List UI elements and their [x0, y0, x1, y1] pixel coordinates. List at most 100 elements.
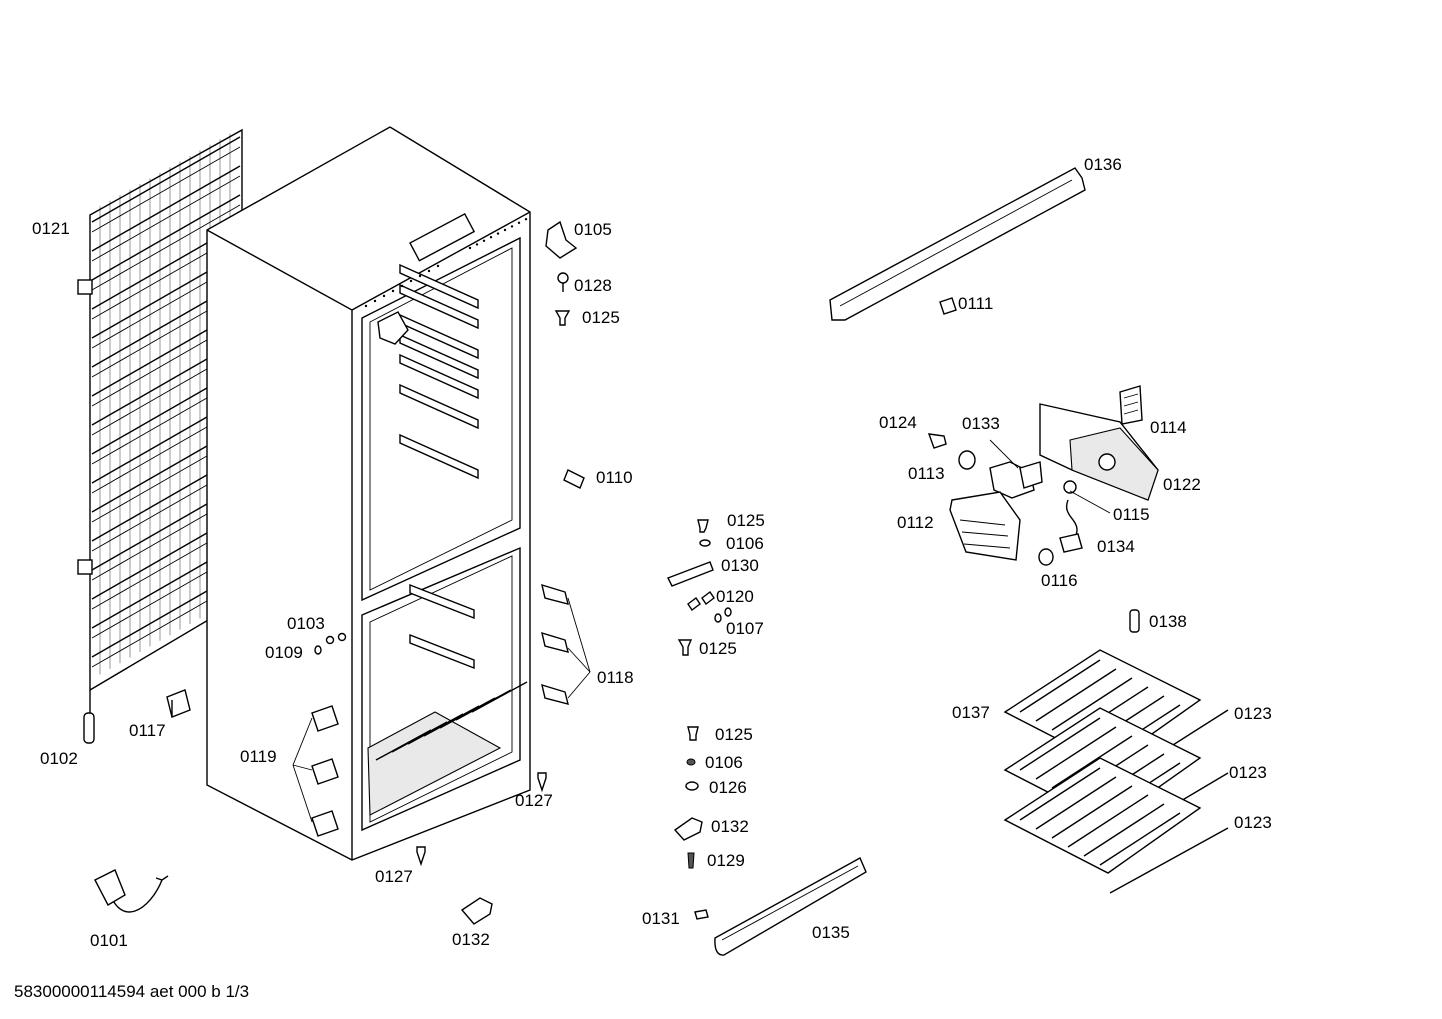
bracket-0105: [545, 220, 578, 259]
callout-0119: 0119: [240, 747, 277, 766]
thermostat-lamp-group: [927, 385, 1159, 566]
callout-0137: 0137: [952, 703, 990, 722]
coil-tube: [91, 194, 241, 281]
callout-0117: 0117: [129, 721, 166, 740]
cover-0131-0135: [694, 857, 867, 956]
callout-0118: 0118: [597, 668, 634, 687]
rivet-hole: [373, 299, 377, 303]
clip-0111: [939, 297, 957, 315]
door-handle-0136: [829, 167, 1086, 321]
callout-0105: 0105: [574, 220, 612, 239]
callout-0123-mid: 0123: [1229, 763, 1267, 782]
shelf-rail: [399, 353, 479, 400]
shelf-rail: [399, 433, 479, 480]
rivet-hole: [496, 232, 500, 235]
callout-0111: 0111: [958, 294, 993, 313]
rivet-hole: [436, 264, 440, 268]
bracket-0132-left: [460, 897, 493, 925]
callout-0126: 0126: [709, 778, 747, 797]
callout-0120: 0120: [716, 587, 754, 606]
rivet-hole: [400, 284, 404, 288]
callout-0114: 0114: [1150, 418, 1187, 437]
callout-0112: 0112: [897, 513, 934, 532]
callout-0127-left: 0127: [375, 867, 413, 886]
screws-0103-0109: [314, 632, 347, 655]
callout-0110: 0110: [596, 468, 633, 487]
shelf-rail: [399, 283, 479, 330]
callout-0130: 0130: [721, 556, 759, 575]
coil-tube: [91, 204, 241, 291]
rivet-hole: [503, 228, 507, 232]
callout-0106-lower: 0106: [705, 753, 743, 772]
evaporator-shelves: [1003, 609, 1229, 894]
callout-0101: 0101: [90, 931, 128, 950]
coil-tube: [91, 136, 241, 223]
callout-0106-upper: 0106: [726, 534, 764, 553]
rivet-hole: [409, 279, 413, 283]
door-stops-0118: [541, 583, 591, 705]
rivet-hole: [468, 246, 472, 250]
shelf-rail: [399, 333, 479, 380]
rivet-hole: [391, 289, 395, 293]
callout-0136: 0136: [1084, 155, 1122, 174]
callout-0109: 0109: [265, 643, 303, 662]
coil-tube: [91, 165, 241, 252]
rivet-hole: [489, 236, 493, 239]
hinge-assembly-lower: [673, 726, 703, 869]
callout-0132-left: 0132: [452, 930, 490, 949]
hinge-clips-0119: [292, 705, 339, 837]
callout-0138: 0138: [1149, 612, 1187, 631]
callout-0122: 0122: [1163, 475, 1201, 494]
callout-0107: 0107: [726, 619, 764, 638]
tray-rib: [471, 681, 528, 713]
coil-tube: [91, 146, 241, 233]
shelf-rail: [409, 583, 475, 620]
rivet-hole: [418, 274, 422, 278]
refrigerator-cabinet: [206, 126, 531, 861]
callout-0128: 0128: [574, 276, 612, 295]
rivet-hole: [382, 294, 386, 298]
screw-0128: [557, 272, 569, 292]
callout-0132-right: 0132: [711, 817, 749, 836]
callout-labels: 0121 0102 0117 0101 0103 0109 0119 0127 …: [32, 155, 1272, 950]
document-id-footer: 58300000114594 aet 000 b 1/3: [14, 982, 249, 1001]
rivet-hole: [510, 225, 514, 228]
rivet-hole: [475, 243, 479, 246]
callout-0127-right: 0127: [515, 791, 553, 810]
callout-0121: 0121: [32, 219, 70, 238]
pin-0110: [563, 469, 585, 489]
callout-0125-hinge-upper: 0125: [727, 511, 765, 530]
screw-0125-top: [554, 310, 571, 326]
callout-0123-top: 0123: [1234, 704, 1272, 723]
rivet-hole: [364, 304, 368, 308]
rivet-hole: [427, 269, 431, 273]
callout-0113: 0113: [908, 464, 945, 483]
rivet-hole: [517, 221, 521, 224]
callout-0125-hinge-mid: 0125: [699, 639, 737, 658]
callout-0125-top: 0125: [582, 308, 620, 327]
callout-0134: 0134: [1097, 537, 1135, 556]
callout-0125-hinge-lower: 0125: [715, 725, 753, 744]
callout-0131: 0131: [642, 909, 680, 928]
screws-0127: [416, 772, 547, 867]
callout-0124: 0124: [879, 413, 917, 432]
capillary-tube-end: [83, 712, 95, 744]
rivet-hole: [482, 239, 486, 242]
evaporator-shelf: [1003, 757, 1229, 894]
bracket-0117: [166, 689, 191, 718]
callout-0129: 0129: [707, 851, 745, 870]
shelf-rail: [399, 383, 479, 430]
callout-0103: 0103: [287, 614, 325, 633]
callout-0123-bottom: 0123: [1234, 813, 1272, 832]
shelf-rail: [409, 633, 475, 670]
callout-0116: 0116: [1041, 571, 1078, 590]
coil-tube: [91, 175, 241, 262]
callout-0135: 0135: [812, 923, 850, 942]
rivet-hole: [524, 218, 528, 221]
hinge-assembly-upper: [667, 519, 732, 656]
callout-0133: 0133: [962, 414, 1000, 433]
callout-0102: 0102: [40, 749, 78, 768]
callout-0115: 0115: [1113, 505, 1150, 524]
power-cord: [94, 869, 169, 913]
